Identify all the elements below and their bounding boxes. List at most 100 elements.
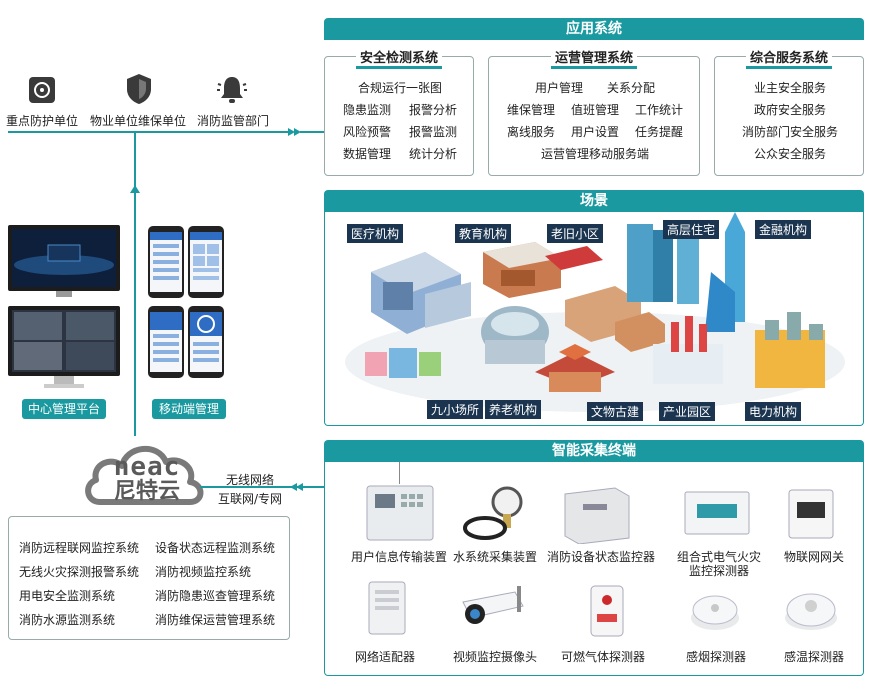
arrow-left-icon [296,483,303,491]
shield-icon [127,74,151,104]
status-monitor-device-image [564,487,630,544]
arrow-up-icon [130,185,140,193]
scene-label: 金融机构 [755,220,812,239]
device-label: 物联网网关 [783,550,844,564]
scene-buildings-illustration [345,212,845,412]
service-system-box: 综合服务系统 业主安全服务 政府安全服务 消防部门安全服务 公众安全服务 [714,47,864,176]
ops-item: 值班管理 [571,103,620,117]
iot-gateway-image [788,489,834,539]
connector-line [300,131,324,133]
system-item: 消防视频监控系统 [155,565,252,579]
safety-item: 统计分析 [409,147,458,161]
device-label: 消防设备状态监控器 [546,550,655,564]
service-system-title: 综合服务系统 [745,47,833,69]
ops-system-title: 运营管理系统 [550,47,638,69]
device-label: 组合式电气火灾 监控探测器 [676,550,761,578]
service-item: 政府安全服务 [753,103,826,117]
safety-item: 隐患监测 [343,103,392,117]
system-item: 设备状态远程监测系统 [155,541,276,555]
terminals-header: 智能采集终端 [324,440,864,462]
ops-item: 用户设置 [571,125,620,139]
ops-item: 关系分配 [607,81,656,95]
scenes-header: 场景 [324,190,864,212]
network-label: 互联网/专网 [218,492,283,506]
unit-icon-safe [26,74,58,106]
safety-item: 合规运行一张图 [357,81,442,95]
scene-label: 高层住宅 [663,220,720,239]
system-item: 无线火灾探测报警系统 [19,565,140,579]
gas-detector-image [590,585,624,637]
service-item: 消防部门安全服务 [741,125,838,139]
unit-icon-shield [124,72,154,106]
safety-item: 报警分析 [409,103,458,117]
system-item: 消防远程联网监控系统 [19,541,140,555]
device-label: 可燃气体探测器 [560,650,645,664]
ops-item: 用户管理 [535,81,584,95]
ops-item: 工作统计 [635,103,684,117]
cloud-systems-box: 消防远程联网监控系统 设备状态远程监测系统 无线火灾探测报警系统 消防视频监控系… [8,516,290,640]
unit-label: 重点防护单位 [6,114,79,128]
scene-label: 九小场所 [427,400,484,419]
center-platform-button[interactable]: 中心管理平台 [22,399,106,419]
scene-label: 电力机构 [745,402,802,421]
scenes-panel: 医疗机构 教育机构 老旧小区 高层住宅 金融机构 九小场所 养老机构 文物古建 … [324,212,864,426]
device-label: 用户信息传输装置 [350,550,447,564]
ops-item: 任务提醒 [635,125,684,139]
system-item: 消防维保运营管理系统 [155,613,276,627]
scene-label: 产业园区 [659,402,716,421]
alarm-bell-icon [217,77,247,103]
device-label: 感温探测器 [783,650,844,664]
scene-label: 教育机构 [455,224,512,243]
device-label: 视频监控摄像头 [452,650,537,664]
scene-label: 医疗机构 [347,224,404,243]
unit-icon-bell [215,72,249,106]
safety-item: 风险预警 [343,125,392,139]
arrow-right-icon [288,128,295,136]
cloud-logo-top: neac [113,452,181,482]
phone-image [148,306,184,378]
ops-item: 运营管理移动服务端 [540,147,649,161]
unit-label: 物业单位维保单位 [89,114,186,128]
network-adapter-image [368,581,406,635]
scene-label: 养老机构 [485,400,542,419]
phone-image [148,226,184,298]
arrow-right-icon [294,128,301,136]
unit-label: 消防监管部门 [196,114,269,128]
smoke-detector-image [691,595,739,630]
safety-item: 报警监测 [409,125,458,139]
connector-line [200,486,324,488]
arrow-left-icon [290,483,297,491]
network-label: 无线网络 [226,473,275,487]
water-gauge-device-image [463,486,523,540]
scene-label: 文物古建 [587,402,644,421]
system-item: 用电安全监测系统 [19,589,116,603]
phone-image [188,226,224,298]
device-label: 水系统采集装置 [452,550,537,564]
cloud-logo-bottom: 尼特云 [113,479,180,504]
monitor-image [8,225,120,297]
service-item: 公众安全服务 [753,147,826,161]
device-label: 感烟探测器 [685,650,746,664]
ops-system-box: 运营管理系统 用户管理 关系分配 维保管理 值班管理 工作统计 离线服务 用户设… [488,47,700,176]
service-item: 业主安全服务 [753,81,826,95]
ops-item: 维保管理 [507,103,556,117]
monitor-image [8,306,120,390]
mobile-management-button[interactable]: 移动端管理 [152,399,226,419]
connector-line [8,131,290,133]
app-systems-header: 应用系统 [324,18,864,40]
scene-label: 老旧小区 [547,224,604,243]
terminals-panel: 用户信息传输装置 水系统采集装置 消防设备状态监控器 组合式电气火灾 监控探测器… [324,462,864,676]
safety-system-box: 安全检测系统 合规运行一张图 隐患监测 报警分析 风险预警 报警监测 数据管理 … [324,47,474,176]
ops-item: 离线服务 [507,125,556,139]
device-label: 网络适配器 [354,650,415,664]
connector-line [399,462,400,484]
safe-icon [29,77,55,103]
system-item: 消防隐患巡查管理系统 [155,589,276,603]
safety-item: 数据管理 [343,147,392,161]
electrical-fire-detector-image [684,491,750,535]
camera-image [462,586,524,624]
phone-image [188,306,224,378]
transmitter-device-image [366,485,434,541]
cloud-logo [80,432,210,518]
safety-system-title: 安全检测系统 [355,47,443,69]
